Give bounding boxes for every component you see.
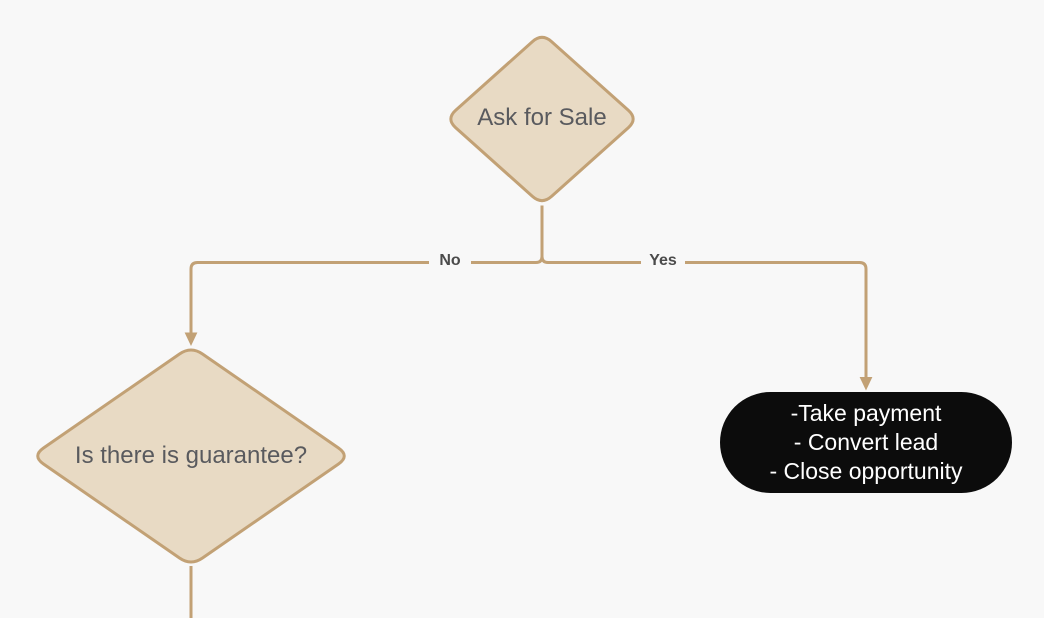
edge-no-label[interactable]: No [429, 250, 471, 272]
node-actions-label: -Take payment - Convert lead - Close opp… [720, 399, 1012, 486]
edge-no-arrowhead-icon [184, 332, 198, 346]
edge-no-line[interactable] [189, 205, 544, 335]
node-actions-line-1: -Take payment [790, 400, 942, 426]
node-actions[interactable] [720, 392, 1012, 493]
edge-no[interactable] [184, 205, 544, 347]
edge-yes-line[interactable] [540, 205, 868, 378]
node-guarantee[interactable] [36, 348, 346, 564]
edge-yes[interactable] [540, 205, 873, 391]
edge-yes-arrowhead-icon [859, 377, 873, 391]
node-actions-line-2: - Convert lead [793, 429, 939, 455]
edge-yes-label[interactable]: Yes [641, 250, 685, 272]
node-actions-line-3: - Close opportunity [769, 458, 963, 484]
node-ask-for-sale-label: Ask for Sale [477, 104, 607, 131]
node-ask-for-sale[interactable] [449, 35, 635, 203]
node-guarantee-label: Is there is guarantee? [74, 442, 308, 469]
